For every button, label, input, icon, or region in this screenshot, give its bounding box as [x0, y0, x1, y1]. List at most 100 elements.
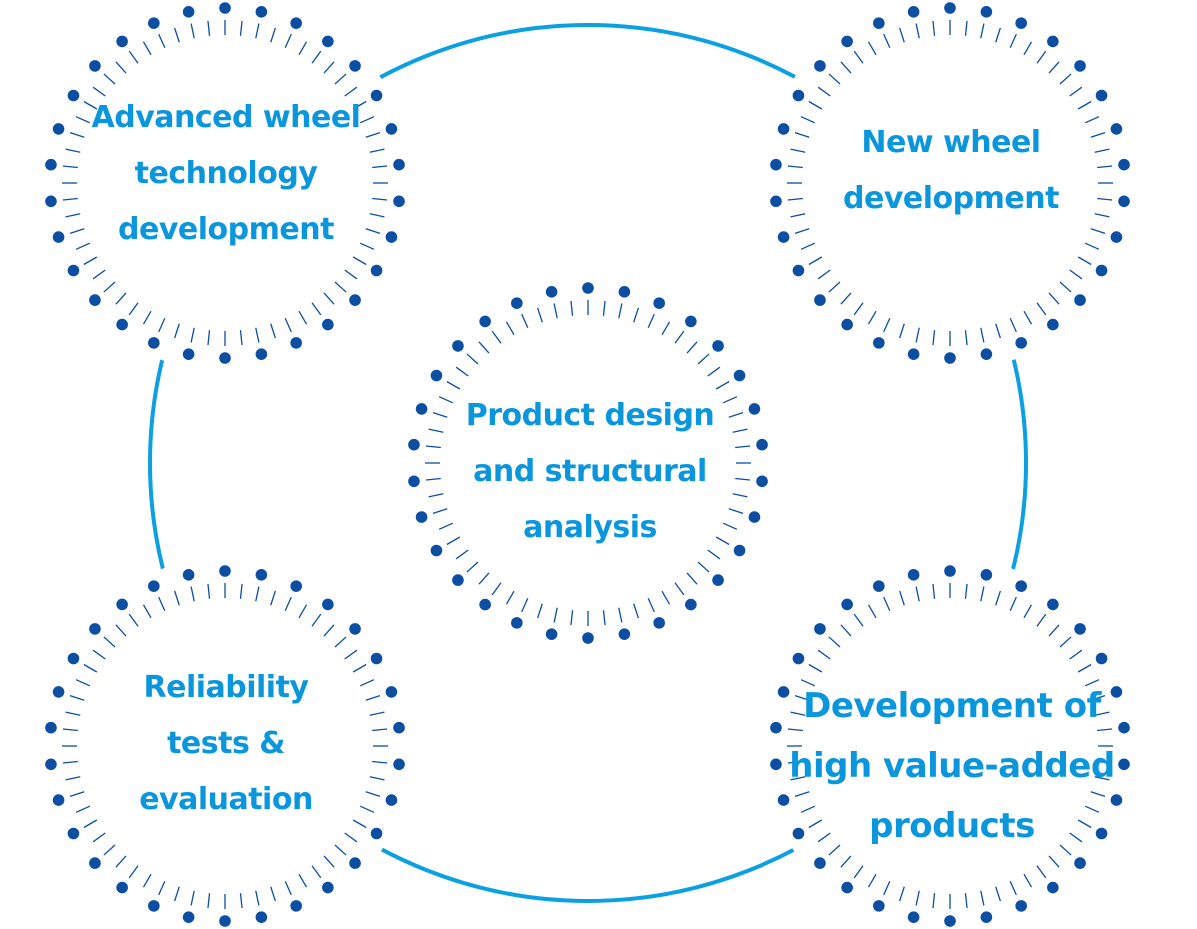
node-tick [715, 380, 730, 390]
node-tick [352, 663, 367, 673]
node-tick [323, 855, 335, 868]
node-dot [582, 632, 594, 644]
node-dot [582, 282, 594, 294]
node-dot [67, 827, 80, 840]
node-tick [867, 41, 877, 56]
node-tick [932, 893, 936, 909]
node-tick [1077, 663, 1092, 673]
node-tick [478, 572, 490, 585]
node-tick [633, 603, 639, 619]
node-tick [62, 728, 78, 732]
node-tick [787, 760, 803, 764]
node-tick [828, 281, 841, 293]
node-tick [735, 445, 751, 449]
node-dot [980, 348, 993, 360]
node-tick [707, 366, 721, 377]
node-tick [800, 242, 816, 250]
node-dot [1015, 580, 1027, 592]
node-tick [158, 317, 166, 333]
node-dot [841, 35, 853, 48]
node-tick [1097, 728, 1113, 732]
node-tick [808, 256, 823, 266]
label-line: products [869, 806, 1035, 846]
node-tick [521, 313, 529, 329]
label-line: Product design [465, 398, 715, 433]
node-dot [385, 686, 398, 698]
node-tick [732, 428, 748, 433]
node-dot [322, 881, 334, 894]
node-tick [334, 636, 347, 648]
node-dot [1110, 686, 1123, 698]
node-tick [62, 197, 78, 201]
node-dot [907, 348, 920, 360]
node-tick [964, 330, 968, 346]
node-tick [1084, 242, 1100, 250]
node-dot [545, 628, 558, 640]
node-dot [873, 900, 885, 912]
node-tick [570, 300, 574, 316]
node-tick [69, 132, 85, 138]
node-dot [393, 158, 405, 171]
node-tick [995, 886, 1001, 902]
node-tick [298, 41, 308, 56]
node-dot [511, 297, 523, 309]
node-tick [980, 23, 985, 39]
node-tick [828, 636, 841, 648]
node-dot [792, 652, 805, 665]
node-tick [899, 27, 905, 43]
node-tick [239, 583, 243, 599]
node-tick [359, 805, 375, 813]
node-tick [817, 86, 831, 97]
node-tick [1009, 317, 1017, 333]
node-dot [290, 580, 302, 592]
node-tick [800, 679, 816, 687]
node-tick [1069, 269, 1083, 280]
node-dot [814, 857, 826, 869]
node-dot [349, 623, 361, 635]
node-tick [867, 873, 877, 888]
node-tick [915, 23, 920, 39]
node-tick [190, 327, 195, 343]
node-dot [255, 911, 268, 923]
node-tick [311, 302, 322, 316]
node-tick [239, 893, 243, 909]
node-tick [674, 330, 685, 344]
node-tick [794, 228, 810, 234]
node-tick [674, 582, 685, 596]
node-dot [792, 827, 805, 840]
label-line: and structural [473, 454, 707, 489]
node-dot [52, 686, 65, 698]
node-tick [1077, 819, 1092, 829]
node-tick [853, 50, 864, 64]
node-dot [322, 598, 334, 611]
node-tick [932, 583, 936, 599]
node-dot [1047, 881, 1059, 894]
node-mask-reliability [37, 558, 413, 929]
node-tick [255, 23, 260, 39]
node-dot [1015, 17, 1027, 29]
node-tick [618, 607, 623, 623]
node-dot [814, 60, 826, 72]
node-tick [787, 197, 803, 201]
node-dot [67, 89, 80, 102]
node-dot [452, 574, 464, 586]
node-tick [478, 341, 490, 354]
node-tick [1094, 213, 1110, 218]
node-label-advanced: Advanced wheel technology development [66, 90, 386, 258]
node-dot [148, 17, 160, 29]
node-dot [1047, 318, 1059, 331]
label-line: Advanced wheel [91, 100, 361, 135]
node-tick [1084, 116, 1100, 124]
node-tick [883, 880, 891, 896]
node-tick [1084, 805, 1100, 813]
node-dot [712, 574, 724, 586]
node-tick [790, 213, 806, 218]
node-dot [907, 569, 920, 581]
node-tick [75, 242, 91, 250]
node-dot [148, 337, 160, 349]
node-tick [69, 695, 85, 701]
node-dot [89, 623, 101, 635]
node-tick [455, 366, 469, 377]
node-tick [352, 819, 367, 829]
